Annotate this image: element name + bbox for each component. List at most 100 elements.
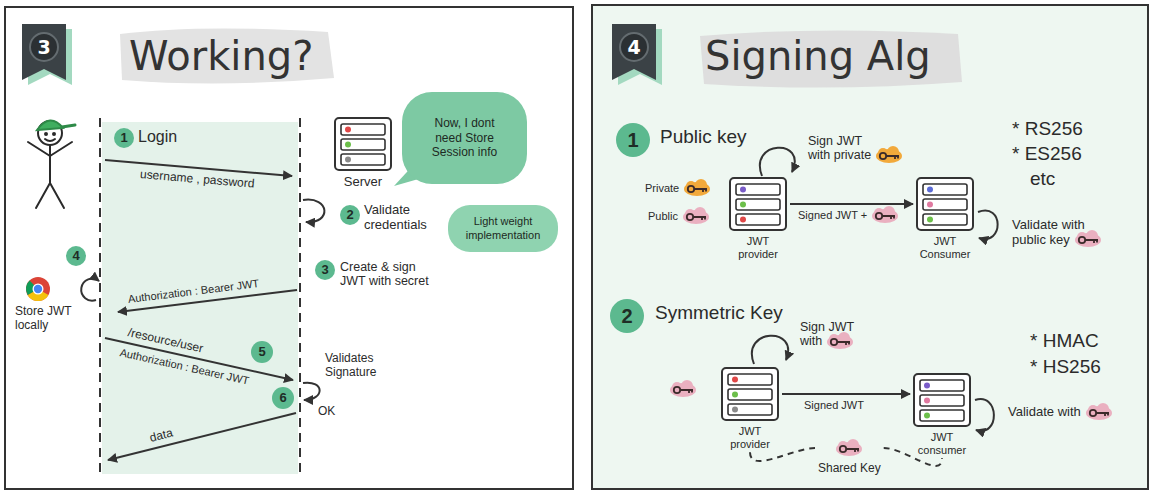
- step-number: 2: [340, 205, 360, 225]
- user-figure: [28, 142, 72, 208]
- step-label: Validate credentials: [364, 203, 444, 233]
- title-highlight: [700, 30, 962, 87]
- key-blade: [693, 217, 706, 220]
- key-icon: [681, 207, 711, 225]
- server-slot: [920, 395, 964, 406]
- note-label: Validate with public key: [1012, 218, 1094, 248]
- step-number-text: 6: [272, 387, 294, 409]
- key-icon: [1073, 230, 1103, 248]
- bubble-body: [402, 92, 527, 184]
- key-bow: [840, 446, 846, 452]
- browser-icon: [33, 284, 44, 295]
- server-slot: [728, 404, 772, 415]
- step-number-text: 2: [340, 205, 360, 225]
- key-blade: [882, 216, 895, 219]
- status-led: [740, 202, 746, 208]
- step-number: 6: [272, 387, 294, 409]
- user-figure: [45, 139, 55, 141]
- note-label: Sign JWT with: [800, 320, 862, 349]
- step-number: 2: [610, 299, 644, 333]
- note-label: Sign JWT with private: [808, 134, 878, 163]
- server-label: JWT provider: [728, 235, 788, 260]
- step-number-text: 1: [616, 123, 650, 157]
- shared-key: Shared Key: [818, 436, 881, 476]
- panel-title: Signing Alg: [705, 33, 931, 79]
- key-bow: [1090, 409, 1096, 415]
- key-cloud: [694, 207, 706, 219]
- key-blade: [1085, 240, 1098, 243]
- status-led: [345, 157, 351, 163]
- edge-label: Signed JWT: [804, 399, 864, 412]
- key-blade: [846, 449, 859, 452]
- self-loop-arrow: [303, 383, 320, 400]
- step-number-text: 3: [315, 260, 335, 280]
- server-slot: [923, 184, 967, 195]
- badge-ring: [620, 33, 648, 61]
- key-cloud: [695, 179, 707, 191]
- server-label: JWT Consumer: [915, 235, 975, 260]
- key-bow: [1079, 237, 1085, 243]
- step-number-text: 4: [66, 246, 86, 266]
- step-label: Login: [138, 128, 177, 146]
- note-label: Validate with: [1008, 405, 1081, 420]
- badge-ring: [30, 33, 58, 61]
- algorithm-name: * RS256: [1012, 118, 1083, 140]
- key-cloud: [1086, 230, 1098, 242]
- status-led: [927, 202, 933, 208]
- step-number: 5: [251, 341, 273, 363]
- server-label: JWT consumer: [912, 431, 972, 456]
- key-bow: [688, 186, 694, 192]
- key-icon: [870, 206, 900, 224]
- server-icon: [720, 366, 780, 422]
- step-number-text: 1: [114, 128, 134, 148]
- step-number-text: 5: [251, 341, 273, 363]
- server-label: JWT provider: [720, 425, 780, 450]
- key-label: Shared Key: [818, 462, 881, 476]
- key-bow: [880, 153, 886, 159]
- server-icon: [915, 176, 975, 232]
- key-blade: [837, 342, 850, 345]
- section-label: Public key: [660, 126, 747, 148]
- step-number: 3: [315, 260, 335, 280]
- title-highlight: [120, 28, 334, 83]
- panel-title: Working?: [129, 33, 313, 79]
- message-arrow: [105, 160, 297, 460]
- server-slot: [341, 154, 385, 165]
- user-figure: [53, 133, 55, 135]
- key-label: Private: [645, 182, 679, 195]
- badge-shape: [612, 24, 656, 80]
- server-box: JWT provider: [720, 366, 780, 450]
- connector: [790, 203, 913, 205]
- server-slot: [736, 199, 780, 210]
- browser-icon: [34, 285, 42, 293]
- algorithm-name: * HS256: [1030, 356, 1101, 378]
- server-slot: [728, 374, 772, 385]
- algorithm-name: * ES256: [1012, 143, 1082, 165]
- key-bow: [831, 339, 837, 345]
- key-bow: [674, 387, 680, 393]
- self-loop-arrow: [752, 336, 788, 364]
- key-blade: [694, 189, 707, 192]
- key-cloud: [887, 146, 899, 158]
- key-blade: [680, 390, 693, 393]
- key-cloud: [847, 439, 859, 451]
- key-icon: [829, 436, 869, 460]
- server-case: [722, 368, 778, 420]
- connector: [782, 393, 910, 395]
- server-icon: [728, 176, 788, 232]
- status-led: [345, 127, 351, 133]
- server-slot: [341, 139, 385, 150]
- badge-shape: [22, 24, 66, 80]
- status-led: [924, 413, 930, 419]
- speech-bubble: Now, I dont need Store Session info: [402, 92, 527, 184]
- user-figure: [28, 120, 75, 208]
- self-loop-arrow: [81, 148, 997, 431]
- server-slot: [736, 184, 780, 195]
- server-case: [335, 118, 391, 170]
- status-led: [927, 217, 933, 223]
- status-led: [345, 142, 351, 148]
- server-case: [917, 178, 973, 230]
- key-blade: [886, 156, 899, 159]
- server-box: Server: [333, 116, 393, 190]
- key-cloud: [681, 380, 693, 392]
